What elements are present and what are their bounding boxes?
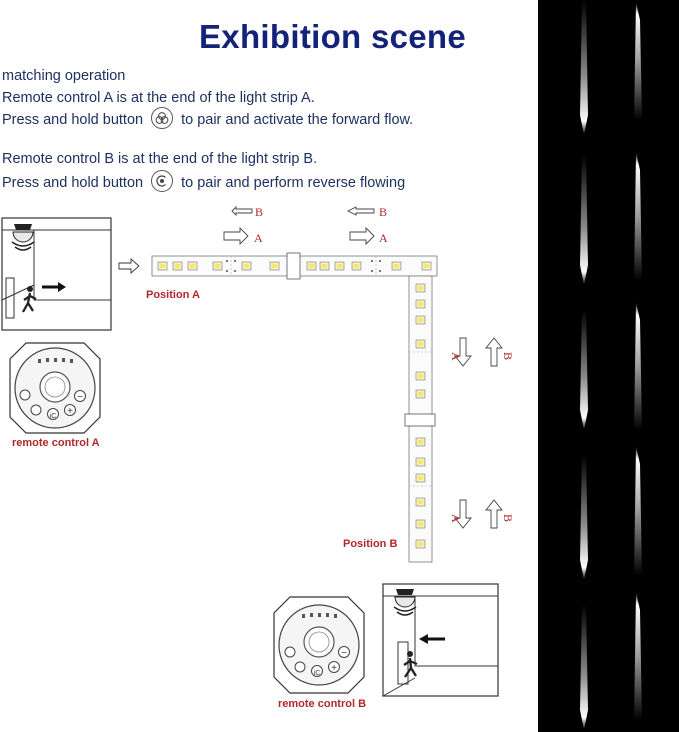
svg-text:+: + xyxy=(67,406,73,417)
walking-person-icon xyxy=(21,286,37,313)
heading-matching: matching operation xyxy=(2,68,126,84)
walking-person-icon xyxy=(403,651,418,678)
remote-a-line2: Press and hold button to pair and activat… xyxy=(2,107,414,131)
remote-b-line2: Press and hold button to pair and perform… xyxy=(2,170,406,194)
input-arrow-icon xyxy=(118,258,140,274)
svg-text:B: B xyxy=(501,352,515,360)
flow-arrows-vertical: A B A B xyxy=(449,337,515,529)
svg-text:B: B xyxy=(255,205,263,219)
remote-b-press-text: Press and hold button xyxy=(2,174,144,191)
light-effect-panel xyxy=(538,0,679,732)
motion-sensor-icon xyxy=(11,224,35,251)
led-strip-horizontal xyxy=(151,252,438,280)
remote-control-b: iC + − xyxy=(273,596,365,694)
remote-a-label: remote control A xyxy=(12,437,100,449)
room-b-sensor-scene xyxy=(382,583,499,697)
svg-text:A: A xyxy=(379,231,388,245)
room-a-sensor-scene xyxy=(1,217,112,331)
led-strip-vertical xyxy=(404,275,436,563)
position-b-label: Position B xyxy=(343,538,398,550)
position-a-label: Position A xyxy=(146,289,200,301)
pair-button-a-icon xyxy=(151,107,174,129)
remote-b-line1: Remote control B is at the end of the li… xyxy=(2,151,318,167)
svg-text:B: B xyxy=(379,205,387,219)
svg-text:B: B xyxy=(501,514,515,522)
streak-column-left xyxy=(580,0,588,730)
motion-sensor-icon xyxy=(393,589,417,616)
walk-direction-arrow-icon xyxy=(419,634,445,644)
svg-text:iC: iC xyxy=(314,670,321,677)
flow-arrows-horizontal: B A B A xyxy=(223,205,388,246)
page-title: Exhibition scene xyxy=(199,18,467,55)
remote-a-line1: Remote control A is at the end of the li… xyxy=(2,90,315,106)
svg-text:−: − xyxy=(77,392,83,403)
pair-button-b-icon xyxy=(151,170,174,192)
remote-b-action-text: to pair and perform reverse flowing xyxy=(181,174,406,191)
light-streaks xyxy=(580,0,642,730)
svg-text:A: A xyxy=(254,231,263,245)
svg-text:−: − xyxy=(341,648,347,659)
walk-direction-arrow-icon xyxy=(42,282,66,292)
svg-text:A: A xyxy=(449,352,463,361)
remote-control-a: iC + − xyxy=(9,342,101,434)
svg-text:A: A xyxy=(449,514,463,523)
streak-column-right xyxy=(634,2,642,720)
svg-text:iC: iC xyxy=(50,413,57,420)
remote-a-action-text: to pair and activate the forward flow. xyxy=(181,111,414,128)
remote-a-press-text: Press and hold button xyxy=(2,111,144,128)
svg-text:+: + xyxy=(331,663,337,674)
remote-b-label: remote control B xyxy=(278,698,367,710)
